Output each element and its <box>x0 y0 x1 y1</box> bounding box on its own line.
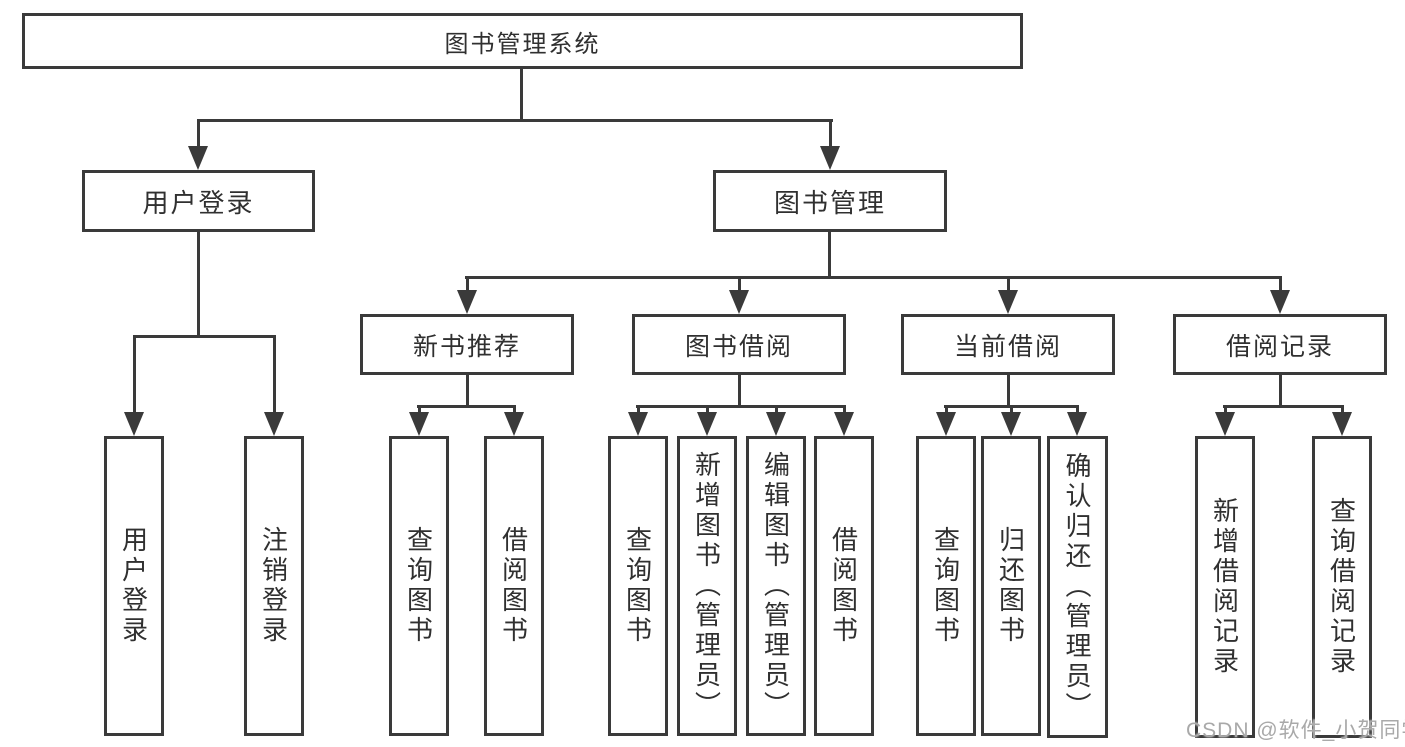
connector-arrowhead <box>729 290 749 314</box>
connector-arrowhead <box>504 412 524 436</box>
connector-line <box>1007 276 1010 294</box>
connector-arrowhead <box>1001 412 1021 436</box>
node-new-book-recommend: 新书推荐 <box>360 314 574 375</box>
connector-line <box>706 405 709 415</box>
connector-line <box>1224 405 1227 415</box>
leaf-logout-login: 注销登录 <box>244 436 304 736</box>
leaf-nb-query-books: 查询图书 <box>389 436 449 736</box>
connector-line <box>1279 375 1282 408</box>
connector-line <box>417 405 516 408</box>
connector-line <box>133 335 136 415</box>
connector-line <box>637 405 640 415</box>
connector-line <box>636 405 846 408</box>
connector-line <box>1076 405 1079 415</box>
node-book-borrowing: 图书借阅 <box>632 314 846 375</box>
connector-arrowhead <box>766 412 786 436</box>
connector-line <box>1007 375 1010 408</box>
connector-arrowhead <box>1215 412 1235 436</box>
connector-line <box>197 232 200 338</box>
connector-line <box>738 375 741 408</box>
node-current-borrowing: 当前借阅 <box>901 314 1115 375</box>
connector-arrowhead <box>697 412 717 436</box>
leaf-bb-query-books: 查询图书 <box>608 436 668 736</box>
leaf-cb-return-books: 归还图书 <box>981 436 1041 736</box>
connector-line <box>1223 405 1344 408</box>
connector-arrowhead <box>457 290 477 314</box>
connector-arrowhead <box>1332 412 1352 436</box>
connector-arrowhead <box>936 412 956 436</box>
connector-arrowhead <box>998 290 1018 314</box>
connector-arrowhead <box>628 412 648 436</box>
connector-line <box>466 375 469 408</box>
node-root: 图书管理系统 <box>22 13 1023 69</box>
connector-line <box>133 335 276 338</box>
connector-line <box>1341 405 1344 415</box>
connector-line <box>829 119 832 149</box>
connector-arrowhead <box>188 146 208 170</box>
node-book-management: 图书管理 <box>713 170 947 232</box>
connector-arrowhead <box>1270 290 1290 314</box>
connector-line <box>828 232 831 279</box>
leaf-cb-query-books: 查询图书 <box>916 436 976 736</box>
csdn-watermark: CSDN @软件_小贺同学 <box>1186 719 1405 742</box>
leaf-user-login: 用户登录 <box>104 436 164 736</box>
leaf-bb-borrow-books: 借阅图书 <box>814 436 874 736</box>
node-borrow-records: 借阅记录 <box>1173 314 1387 375</box>
connector-line <box>1010 405 1013 415</box>
leaf-bb-edit-books-admin: 编辑图书（管理员） <box>746 436 806 736</box>
connector-line <box>197 119 200 149</box>
leaf-cb-confirm-return-admin: 确认归还（管理员） <box>1047 436 1108 738</box>
connector-arrowhead <box>124 412 144 436</box>
leaf-br-add-record: 新增借阅记录 <box>1195 436 1255 738</box>
connector-line <box>418 405 421 415</box>
connector-line <box>1279 276 1282 294</box>
connector-line <box>197 119 833 122</box>
connector-arrowhead <box>264 412 284 436</box>
connector-line <box>273 335 276 415</box>
connector-line <box>465 276 1282 279</box>
leaf-bb-add-books-admin: 新增图书（管理员） <box>677 436 737 736</box>
connector-arrowhead <box>820 146 840 170</box>
connector-arrowhead <box>409 412 429 436</box>
connector-line <box>945 405 948 415</box>
leaf-nb-borrow-books: 借阅图书 <box>484 436 544 736</box>
connector-line <box>843 405 846 415</box>
connector-line <box>738 276 741 294</box>
connector-line <box>466 276 469 294</box>
connector-line <box>775 405 778 415</box>
leaf-br-query-record: 查询借阅记录 <box>1312 436 1372 738</box>
connector-line <box>513 405 516 415</box>
connector-line <box>520 69 523 122</box>
connector-line <box>944 405 1079 408</box>
node-user-login: 用户登录 <box>82 170 315 232</box>
connector-arrowhead <box>834 412 854 436</box>
connector-arrowhead <box>1067 412 1087 436</box>
